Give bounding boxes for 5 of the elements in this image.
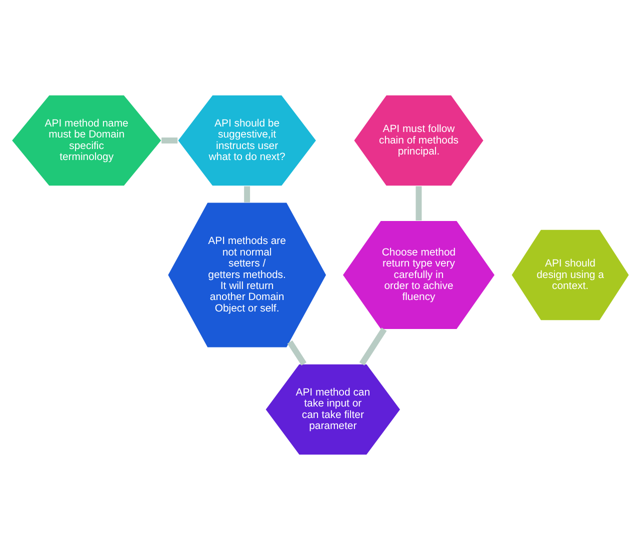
connector bbox=[416, 186, 422, 221]
connector bbox=[162, 138, 178, 144]
connector bbox=[287, 340, 306, 366]
connector bbox=[359, 328, 387, 366]
connector bbox=[244, 186, 250, 202]
